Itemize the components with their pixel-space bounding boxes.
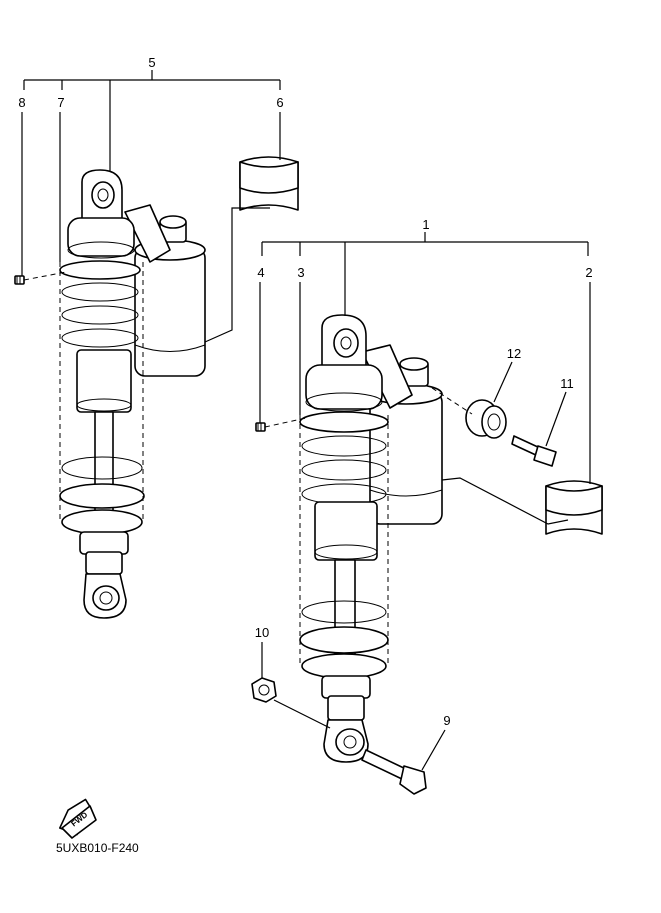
leader-lines: [21, 70, 591, 771]
coil-spring-upper-left: [59, 260, 141, 348]
damper-body-right: [314, 501, 378, 561]
callout-7: 7: [57, 95, 64, 110]
callout-11: 11: [560, 376, 574, 391]
callout-3: 3: [297, 265, 304, 280]
callout-12: 12: [507, 346, 521, 361]
damper-cap-left: [67, 217, 135, 257]
bolt-11: [511, 435, 557, 467]
callout-2: 2: [585, 265, 592, 280]
coil-spring-upper-right: [299, 411, 389, 505]
grommet-12: [465, 399, 507, 439]
upper-mount-eye-left: [81, 169, 123, 223]
callout-5: 5: [148, 55, 155, 70]
callout-6: 6: [276, 95, 283, 110]
callout-10: 10: [255, 625, 269, 640]
set-screw-8: [14, 275, 25, 285]
set-screw-4: [255, 422, 266, 432]
callout-9: 9: [443, 713, 450, 728]
damper-cap-right: [305, 364, 383, 410]
forward-arrow: FWD: [58, 798, 97, 839]
bolt-9: [361, 749, 427, 795]
coil-spring-lower-left: [59, 456, 145, 535]
shock-absorber-assembly-left: [59, 169, 206, 619]
callout-8: 8: [18, 95, 25, 110]
lower-mount-eye-right: [323, 719, 369, 763]
diagram-code: 5UXB010-F240: [56, 841, 139, 855]
nut-10: [251, 677, 277, 703]
shock-absorber-assembly-right: [299, 314, 443, 763]
callout-1: 1: [422, 217, 429, 232]
band-2: [545, 480, 603, 535]
upper-mount-eye-right: [321, 314, 367, 373]
callout-4: 4: [257, 265, 264, 280]
callout-numbers: 5 8 7 6 1 4 3 2 12 11 10 9: [18, 55, 592, 728]
damper-body-left: [76, 349, 132, 413]
band-6: [239, 156, 299, 211]
lower-mount-eye-left: [83, 573, 127, 619]
reservoir-canister-left: [124, 204, 206, 377]
